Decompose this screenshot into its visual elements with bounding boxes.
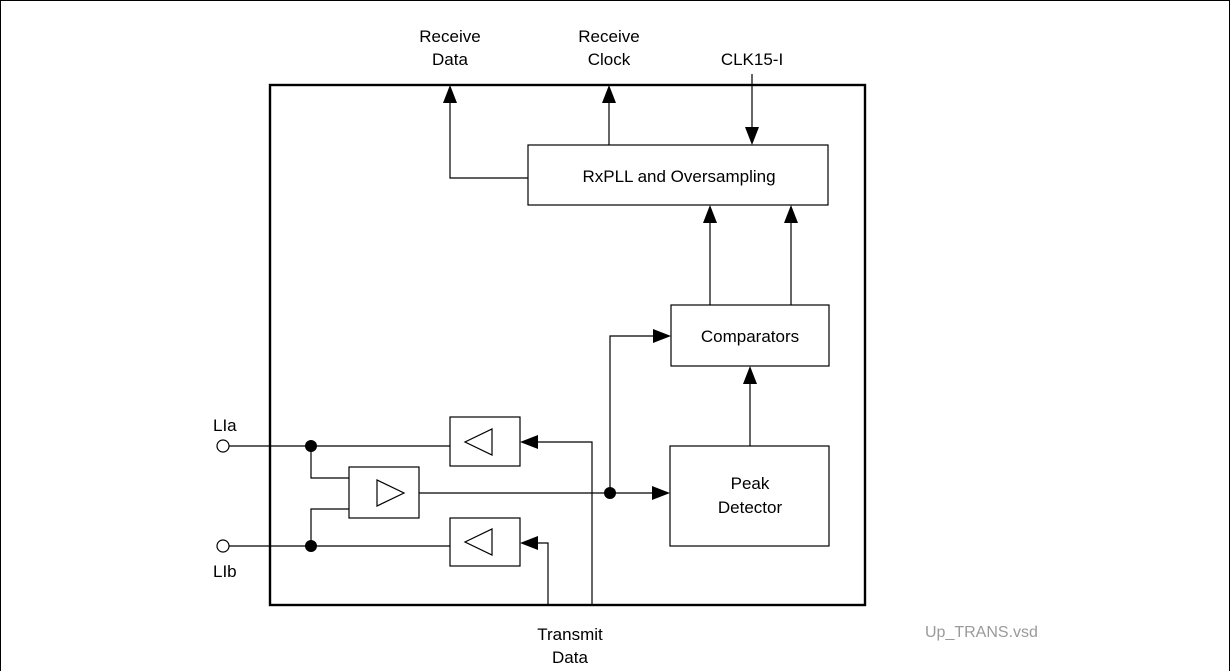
- rx-amp-block: [348, 466, 420, 519]
- junction-dot-a: [305, 440, 317, 452]
- rx-amp-symbol: [376, 479, 406, 507]
- tx-buffer-b-symbol: [463, 528, 493, 556]
- peak-detector-block: [669, 445, 830, 547]
- peak-detector-label-line1: Peak: [731, 474, 770, 493]
- pin-a-label: LIa: [213, 416, 237, 435]
- comparator-out-2-arrow: [784, 205, 798, 223]
- receive-data-arrow: [443, 85, 457, 103]
- receive-data-label-line2: Data: [432, 50, 468, 69]
- receive-clock-arrow: [602, 85, 616, 103]
- rx-amp-input-a-wire: [310, 446, 349, 479]
- pin-a-terminal: [216, 439, 230, 453]
- pin-b-label: LIb: [213, 562, 237, 581]
- chip-boundary: [268, 83, 867, 607]
- comparator-input-arrow: [653, 329, 671, 343]
- clk-label: CLK15-I: [721, 50, 783, 69]
- tx-buffer-a-input-arrow: [520, 435, 538, 449]
- comparator-input-wire: [609, 335, 654, 493]
- pin-b-terminal: [216, 539, 230, 553]
- comparators-label: Comparators: [701, 327, 799, 346]
- comparator-out-1-arrow: [703, 205, 717, 223]
- rx-amp-input-b-wire: [310, 508, 349, 546]
- clk-arrow: [745, 127, 759, 145]
- transmit-data-label-line1: Transmit: [537, 625, 603, 644]
- peak-input-arrow: [652, 486, 670, 500]
- tx-buffer-a-symbol: [463, 428, 493, 456]
- transmit-data-label-line2: Data: [552, 648, 588, 667]
- comparators-block: [670, 304, 830, 367]
- rxpll-label: RxPLL and Oversampling: [582, 167, 775, 186]
- peak-detector-label-line2: Detector: [718, 498, 783, 517]
- tx-buffer-b-input-arrow: [520, 536, 538, 550]
- rxpll-block: [527, 144, 829, 206]
- junction-dot-b: [305, 540, 317, 552]
- tx-buffer-b-block: [449, 517, 521, 567]
- receive-clock-label-line2: Clock: [588, 50, 631, 69]
- file-name-label: Up_TRANS.vsd: [925, 624, 1038, 641]
- receive-data-label-line1: Receive: [419, 27, 480, 46]
- receive-data-wire: [449, 100, 528, 179]
- receive-clock-label-line1: Receive: [578, 27, 639, 46]
- transmit-data-wire-b: [537, 542, 549, 605]
- junction-dot-rx: [604, 487, 616, 499]
- peak-to-comparators-arrow: [743, 366, 757, 384]
- tx-buffer-a-block: [449, 416, 521, 467]
- transmit-data-wire-a: [537, 441, 593, 605]
